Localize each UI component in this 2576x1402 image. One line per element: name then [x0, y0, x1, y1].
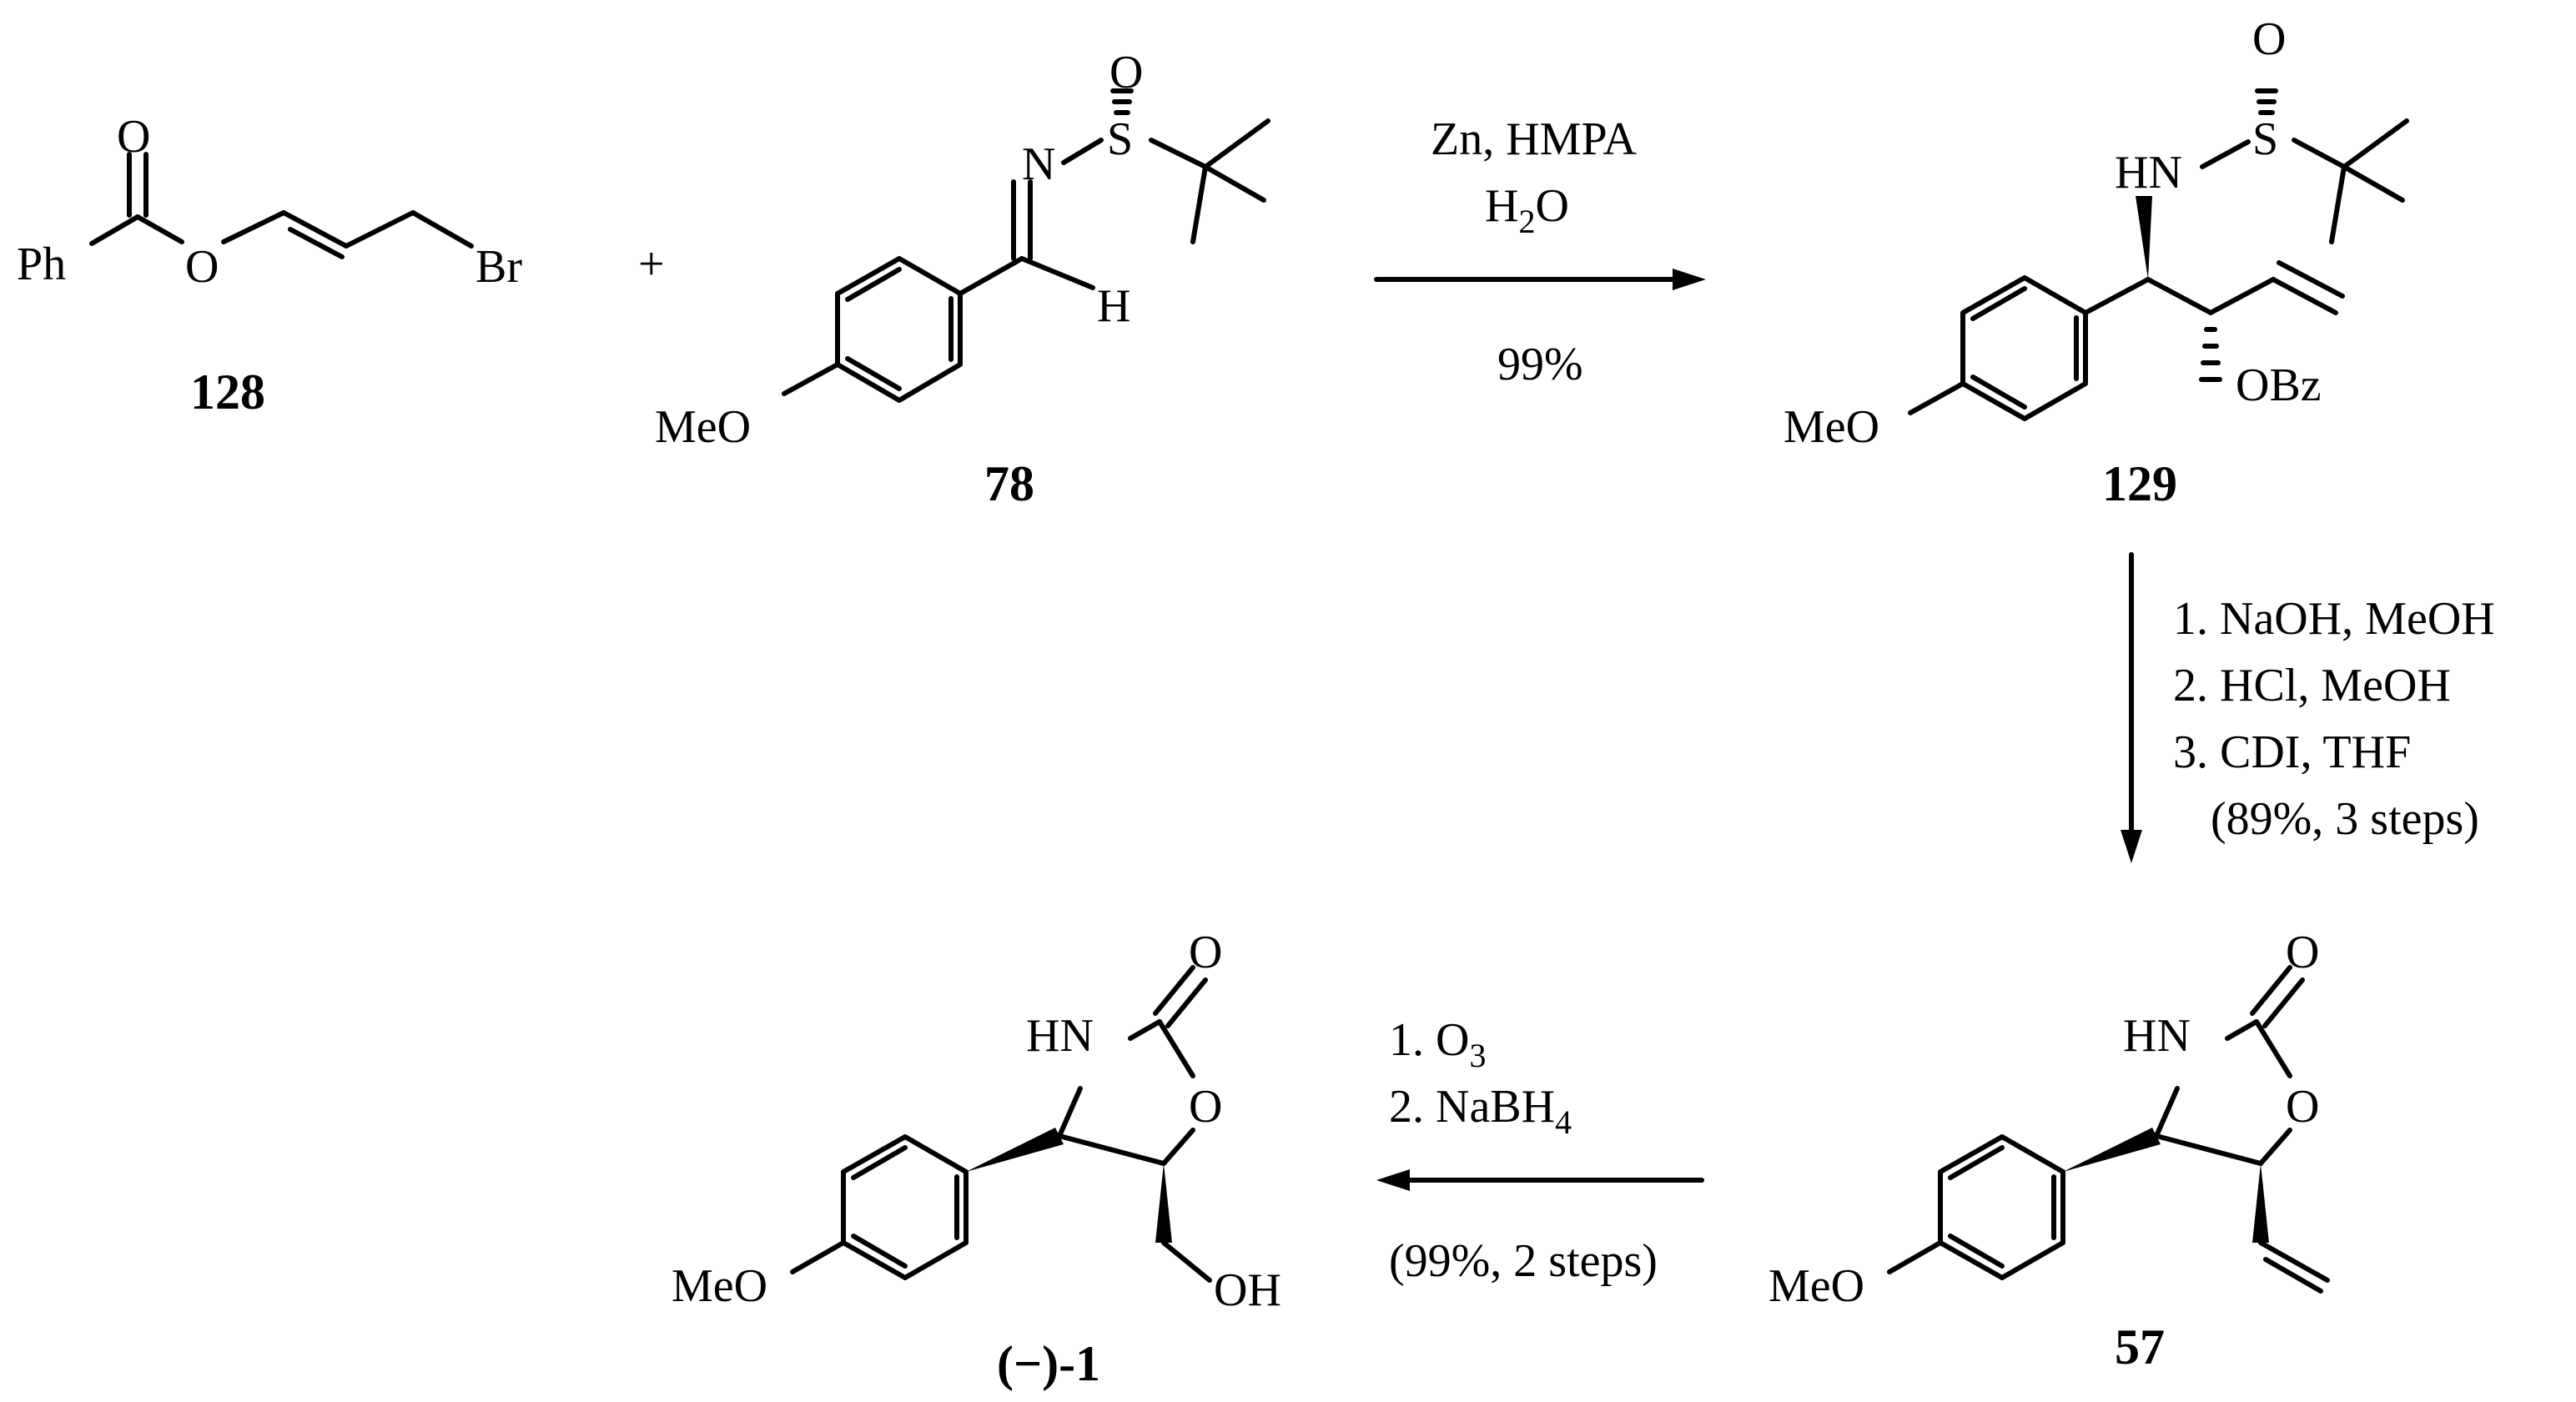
sulfinyl-o-label: O — [1109, 47, 1143, 98]
step1-reagents: Zn, HMPA — [1431, 113, 1637, 165]
compound-78: O S N H MeO 78 — [655, 47, 1270, 511]
step3-line1: 1. O3 — [1389, 1014, 1486, 1074]
compound-number-57: 57 — [2115, 1319, 2165, 1374]
step3-yield: (99%, 2 steps) — [1389, 1235, 1658, 1287]
step1-yield: 99% — [1497, 339, 1583, 390]
compound-number-128: 128 — [190, 364, 265, 420]
step2-yield: (89%, 3 steps) — [2211, 793, 2479, 845]
hn-label: HN — [2115, 147, 2182, 198]
step-2: 1. NaOH, MeOH 2. HCl, MeOH 3. CDI, THF (… — [2121, 552, 2495, 863]
compound-128: Ph O O Br 128 — [17, 111, 522, 420]
step1-solvent: H2O — [1485, 180, 1569, 240]
step-1: Zn, HMPA H2O 99% — [1374, 113, 1706, 390]
arrowhead-icon — [1376, 1169, 1410, 1191]
carbonyl-o-label: O — [1189, 927, 1222, 978]
arrowhead-icon — [1673, 269, 1706, 290]
sulfinyl-o-label: O — [2252, 13, 2286, 65]
meo-label: MeO — [655, 401, 751, 453]
hn-label: HN — [2123, 1010, 2191, 1062]
hn-label: HN — [1026, 1010, 1094, 1062]
compound-minus-1: O HN O OH MeO (−)-1 — [672, 927, 1281, 1391]
step3-line2: 2. NaBH4 — [1389, 1081, 1572, 1141]
ester-o-label: O — [185, 241, 219, 293]
oh-label: OH — [1214, 1264, 1281, 1316]
meo-label: MeO — [1768, 1260, 1864, 1312]
plus-sign: + — [638, 239, 665, 290]
imine-h-label: H — [1097, 280, 1130, 332]
ring-o-label: O — [1189, 1081, 1222, 1133]
compound-number-78: 78 — [984, 456, 1034, 511]
imine-n-label: N — [1022, 138, 1055, 190]
meo-label: MeO — [672, 1260, 767, 1312]
compound-129: O S HN OBz MeO 129 — [1784, 13, 2409, 511]
obz-label: OBz — [2236, 359, 2322, 411]
step2-line2: 2. HCl, MeOH — [2173, 660, 2451, 711]
br-label: Br — [475, 241, 522, 293]
carbonyl-o-label: O — [117, 111, 150, 163]
step2-line1: 1. NaOH, MeOH — [2173, 593, 2495, 645]
carbonyl-o-label: O — [2286, 927, 2319, 978]
step-3: 1. O3 2. NaBH4 (99%, 2 steps) — [1376, 1014, 1704, 1287]
sulfur-label: S — [1107, 113, 1133, 165]
arrowhead-icon — [2121, 830, 2142, 863]
meo-label: MeO — [1784, 401, 1879, 453]
ring-o-label: O — [2286, 1081, 2319, 1133]
compound-number-129: 129 — [2102, 456, 2177, 511]
step2-line3: 3. CDI, THF — [2173, 726, 2411, 778]
compound-57: O HN O MeO 57 — [1768, 927, 2330, 1374]
sulfur-label: S — [2252, 113, 2278, 165]
ph-label: Ph — [17, 239, 66, 290]
compound-number-minus-1: (−)-1 — [997, 1336, 1100, 1391]
